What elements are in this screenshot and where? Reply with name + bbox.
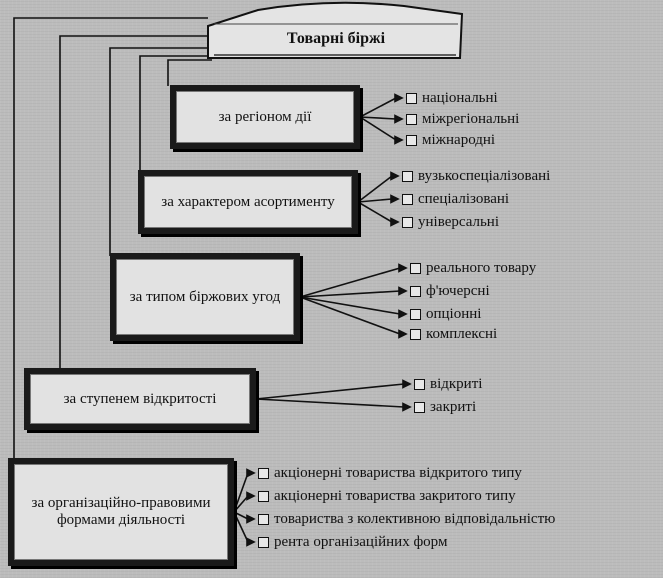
list-item: товариства з колективною відповідальніст… [258,510,555,528]
checkbox-icon [402,170,413,182]
arrow-line [299,296,401,335]
list-item: спеціалізовані [402,190,509,208]
list-item: акціонерні товариства закритого типу [258,487,516,505]
diagram-title: Товарні біржі [286,30,386,47]
checkbox-icon [406,113,417,125]
checkbox-icon [406,134,417,146]
item-label: комплексні [426,326,498,342]
item-label: реального товару [426,260,537,276]
checkbox-icon [410,328,421,340]
checkbox-icon [258,536,269,548]
checkbox-icon [402,216,413,228]
arrow-head-icon [394,93,404,103]
checkbox-icon [258,490,269,502]
arrow-line [359,116,397,120]
arrow-line [233,472,249,513]
arrow-head-icon [246,468,256,478]
arrow-head-icon [398,329,408,339]
arrow-line [299,290,401,298]
arrow-line [233,511,249,543]
item-label: національні [422,90,498,106]
item-label: закриті [430,399,477,415]
item-label: міжнародні [422,132,496,148]
item-label: міжрегіональні [422,111,520,127]
arrow-head-icon [398,263,408,273]
arrow-head-icon [402,402,412,412]
item-label: опціонні [426,306,482,322]
arrow-line [255,398,405,408]
tree-connectors [13,17,212,460]
list-item: універсальні [402,213,499,231]
checkbox-icon [410,262,421,274]
item-label: рента організаційних форм [274,534,448,550]
list-item: опціонні [410,305,481,323]
item-arrows [233,93,412,547]
arrow-line [359,116,397,141]
list-item: акціонерні товариства відкритого типу [258,464,522,482]
list-item: відкриті [414,375,482,393]
arrow-line [233,511,249,520]
list-item: ф'ючерсні [410,282,490,300]
arrow-line [357,201,393,223]
arrow-head-icon [390,194,400,204]
list-item: національні [406,89,498,107]
checkbox-icon [258,513,269,525]
list-item: реального товару [410,259,536,277]
checkbox-icon [402,193,413,205]
checkbox-icon [414,378,425,390]
item-label: спеціалізовані [418,191,510,207]
list-item: закриті [414,398,476,416]
arrow-head-icon [390,171,400,181]
arrow-head-icon [246,537,256,547]
arrow-line [233,495,249,513]
category-box-assortment: за характером асортименту [138,170,358,234]
item-label: акціонерні товариства відкритого типу [274,465,522,481]
arrow-head-icon [394,135,404,145]
arrow-line [299,267,401,298]
arrow-head-icon [394,114,404,124]
item-label: товариства з колективною відповідальніст… [274,511,556,527]
arrow-line [255,383,405,400]
list-item: міжрегіональні [406,110,519,128]
item-label: універсальні [418,214,499,230]
category-box-region: за регіоном дії [170,85,360,149]
category-box-deal-type: за типом біржових угод [110,253,300,341]
list-item: комплексні [410,325,497,343]
item-label: акціонерні товариства закритого типу [274,488,516,504]
title-banner-shape [207,1,464,59]
arrow-head-icon [390,217,400,227]
category-box-openness: за ступенем відкритості [24,368,256,430]
arrow-line [359,97,397,118]
checkbox-icon [410,308,421,320]
arrow-head-icon [246,491,256,501]
arrow-head-icon [398,286,408,296]
list-item: міжнародні [406,131,495,149]
list-item: вузькоспеціалізовані [402,167,550,185]
arrow-head-icon [398,309,408,319]
checkbox-icon [410,285,421,297]
arrow-line [299,296,401,315]
arrow-head-icon [402,379,412,389]
category-box-legal-form: за організаційно-правовими формами діяль… [8,458,234,566]
arrow-head-icon [246,514,256,524]
checkbox-icon [258,467,269,479]
item-label: ф'ючерсні [426,283,490,299]
list-item: рента організаційних форм [258,533,447,551]
checkbox-icon [414,401,425,413]
arrow-line [357,198,393,203]
checkbox-icon [406,92,417,104]
item-label: відкриті [430,376,483,392]
arrow-line [357,175,393,203]
item-label: вузькоспеціалізовані [418,168,551,184]
